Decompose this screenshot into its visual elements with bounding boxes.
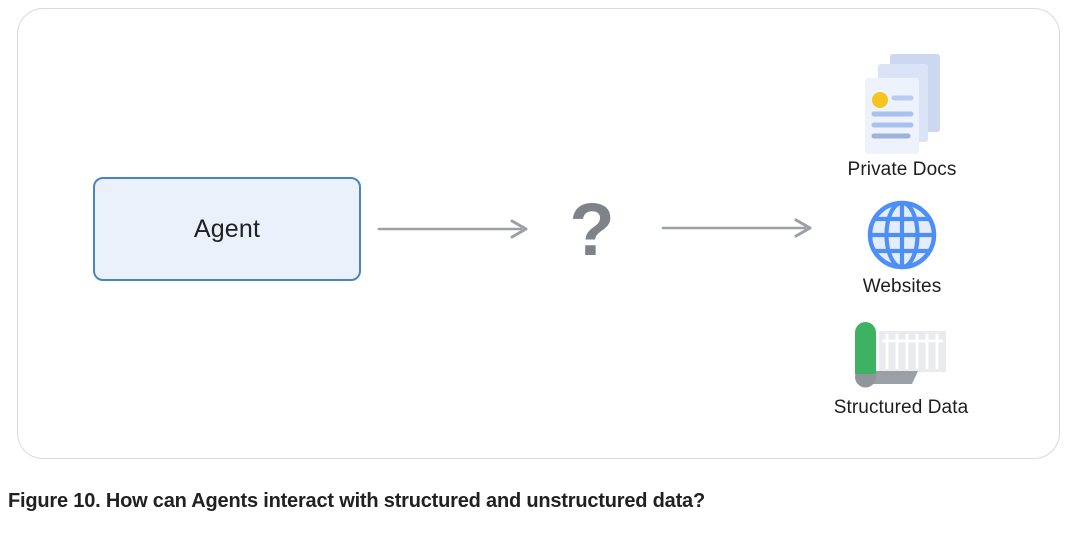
figure-caption: Figure 10. How can Agents interact with …	[8, 490, 705, 512]
question-mark: ?	[569, 188, 615, 271]
data-source-label: Private Docs	[847, 159, 957, 180]
data-source-websites: Websites	[817, 197, 987, 298]
data-source-label: Structured Data	[833, 397, 969, 418]
spreadsheet-scroll-icon	[855, 322, 946, 388]
stacked-documents-icon	[865, 54, 940, 154]
data-source-private-docs: Private Docs	[817, 52, 987, 181]
data-source-label: Websites	[862, 276, 942, 297]
agent-node-label: Agent	[193, 214, 261, 243]
globe-icon	[867, 200, 937, 270]
agent-node: Agent	[93, 177, 361, 281]
data-source-structured-data: Structured Data	[816, 318, 986, 419]
